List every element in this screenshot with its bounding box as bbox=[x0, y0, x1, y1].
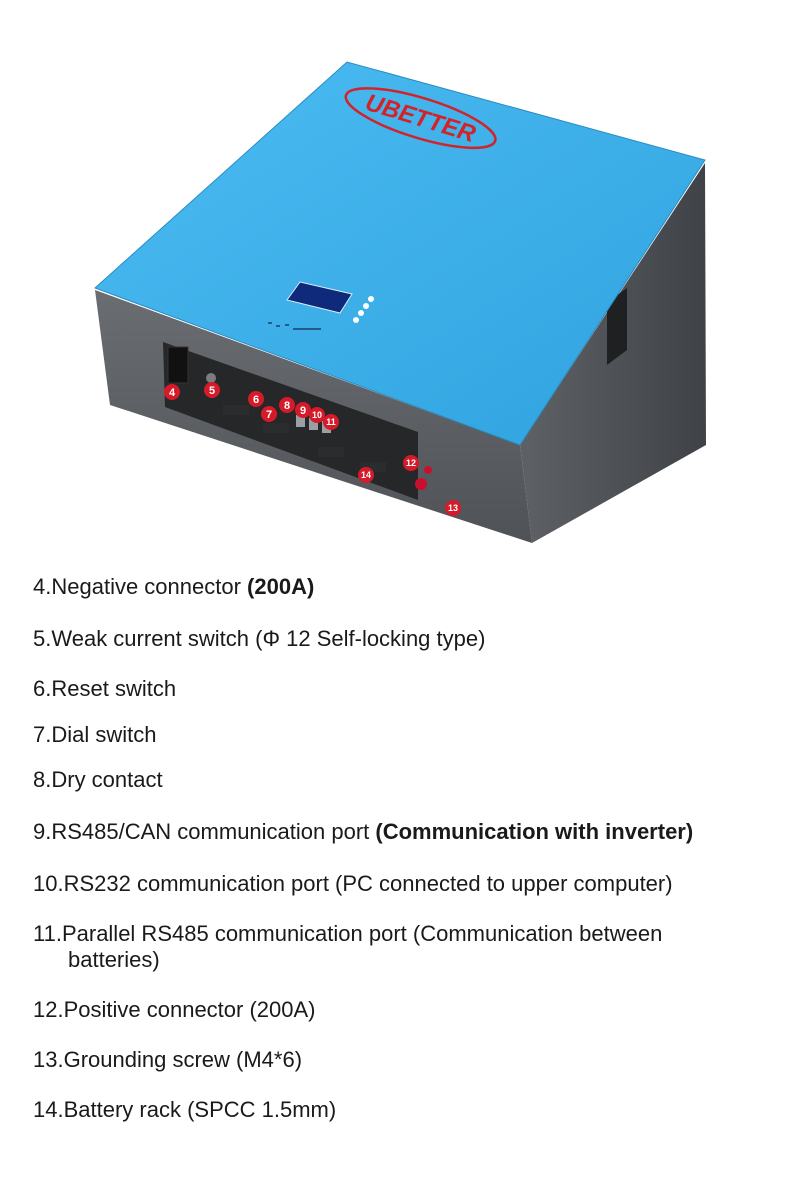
side-handle bbox=[607, 288, 627, 365]
battery-rack bbox=[223, 405, 386, 472]
callout-12: 12 bbox=[403, 455, 419, 471]
spec-item-6: 6.Reset switch bbox=[33, 676, 177, 701]
lcd-screen bbox=[286, 281, 353, 314]
weak-current-switch bbox=[206, 373, 216, 383]
spec-list: 4.Negative connector (200A) 5.Weak curre… bbox=[0, 560, 800, 1200]
spec-item-12: 12.Positive connector (200A) bbox=[33, 997, 316, 1022]
spec-item-9: 9.RS485/CAN communication port (Communic… bbox=[33, 819, 694, 844]
callout-4: 4 bbox=[164, 384, 180, 400]
callout-5: 5 bbox=[204, 382, 220, 398]
callout-6: 6 bbox=[248, 391, 264, 407]
callout-14: 14 bbox=[358, 467, 374, 483]
svg-text:10: 10 bbox=[312, 410, 322, 420]
spec-item-5: 5.Weak current switch (Φ 12 Self-locking… bbox=[33, 626, 486, 651]
svg-text:13: 13 bbox=[448, 503, 458, 513]
spec-item-10: 10.RS232 communication port (PC connecte… bbox=[33, 871, 673, 896]
battery-top-panel bbox=[94, 61, 706, 446]
callout-13: 13 bbox=[445, 500, 461, 516]
positive-connector bbox=[415, 478, 427, 490]
spec-item-7: 7.Dial switch bbox=[33, 722, 157, 747]
panel-markings bbox=[268, 322, 321, 330]
callout-11: 11 bbox=[323, 414, 339, 430]
svg-text:7: 7 bbox=[266, 409, 272, 421]
callout-9: 9 bbox=[295, 402, 311, 418]
callout-10: 10 bbox=[309, 407, 325, 423]
svg-text:14: 14 bbox=[361, 470, 371, 480]
spec-item-14: 14.Battery rack (SPCC 1.5mm) bbox=[33, 1097, 337, 1122]
spec-item-8: 8.Dry contact bbox=[33, 767, 163, 792]
callout-8: 8 bbox=[279, 397, 295, 413]
svg-text:12: 12 bbox=[406, 458, 416, 468]
spec-item-4: 4.Negative connector (200A) bbox=[33, 574, 315, 599]
svg-text:6: 6 bbox=[253, 394, 259, 406]
svg-text:9: 9 bbox=[300, 405, 306, 417]
callout-markers: 4 5 6 7 8 9 10 11 12 13 14 bbox=[164, 382, 461, 516]
battery-product-image: UBETTER 4 5 6 7 8 9 10 11 12 bbox=[94, 61, 706, 543]
svg-text:11: 11 bbox=[326, 417, 336, 427]
svg-text:4: 4 bbox=[169, 387, 176, 399]
callout-7: 7 bbox=[261, 406, 277, 422]
indicator-lights bbox=[353, 296, 374, 323]
spec-item-11: 11.Parallel RS485 communication port (Co… bbox=[33, 921, 663, 972]
svg-text:5: 5 bbox=[209, 385, 215, 397]
svg-text:8: 8 bbox=[284, 400, 290, 412]
spec-item-13: 13.Grounding screw (M4*6) bbox=[33, 1047, 303, 1072]
negative-terminal bbox=[167, 346, 189, 384]
port-panel bbox=[163, 342, 418, 500]
